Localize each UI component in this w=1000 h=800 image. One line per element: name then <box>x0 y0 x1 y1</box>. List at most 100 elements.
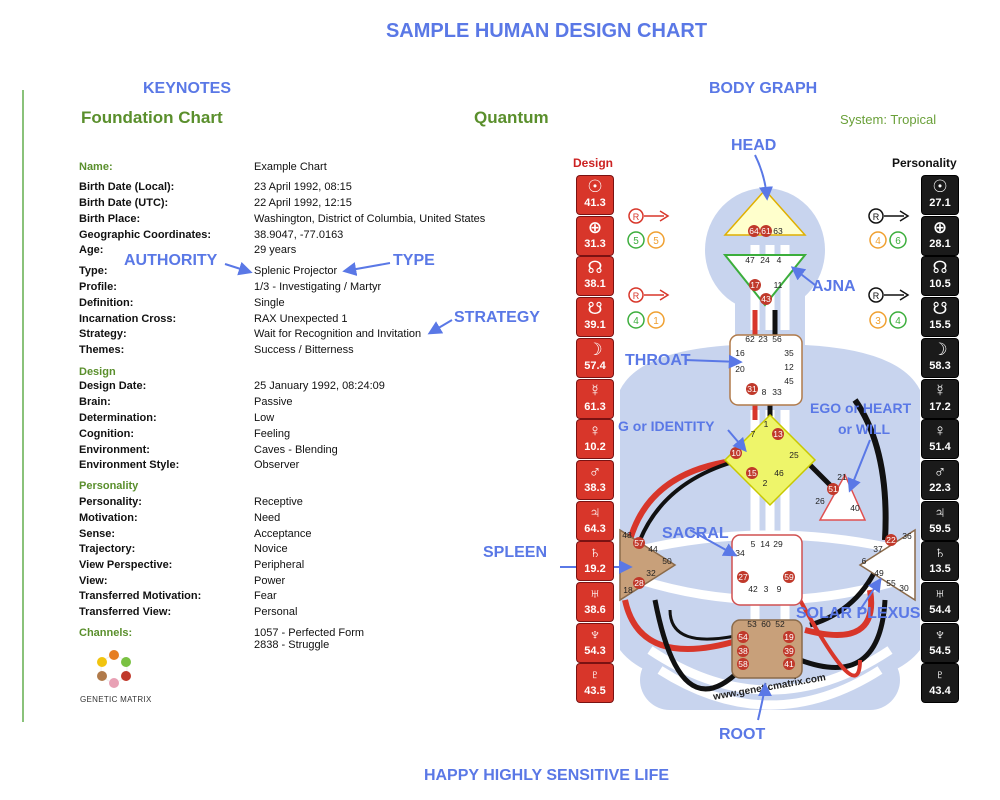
variable-value: 4 <box>633 316 639 327</box>
keynote-value: RAX Unexpected 1 <box>254 313 348 325</box>
callout-strategy: STRATEGY <box>454 309 540 326</box>
neptune-icon: ♆ <box>588 624 602 644</box>
gate-sacral: 29 <box>773 539 783 549</box>
callout-authority: AUTHORITY <box>124 252 218 269</box>
venus-icon: ♀ <box>588 421 602 441</box>
page-title: SAMPLE HUMAN DESIGN CHART <box>385 20 708 42</box>
uranus-icon: ♅ <box>933 584 947 603</box>
planet-gate-line: 59.5 <box>929 522 951 535</box>
jupiter-icon: ♃ <box>933 502 947 522</box>
gate-throat: 62 <box>745 334 755 344</box>
keynote-value: 1/3 - Investigating / Martyr <box>254 281 382 293</box>
gate-ego: 51 <box>828 484 838 494</box>
keynote-label: Definition: <box>79 297 134 309</box>
earth-icon: ⊕ <box>932 217 948 237</box>
personality-column-label: Personality <box>892 156 957 170</box>
planet-gate-line: 10.2 <box>584 441 606 454</box>
variable-marker <box>647 231 665 249</box>
defined-gate-marker <box>772 428 784 440</box>
gate-solar: 30 <box>899 583 909 593</box>
keynote-label: Personality <box>79 480 139 492</box>
planet-moon-cell: ☽58.3 <box>922 338 958 377</box>
gate-root: 52 <box>775 619 785 629</box>
keynote-label: Cognition: <box>79 428 134 440</box>
planet-gate-line: 43.5 <box>584 685 606 698</box>
defined-gate-marker <box>633 577 645 589</box>
keynote-value: 22 April 1992, 12:15 <box>254 197 352 209</box>
variable-value: 3 <box>875 316 881 327</box>
planet-earth-cell: ⊕28.1 <box>922 216 958 255</box>
defined-gate-marker <box>760 225 772 237</box>
planet-north-node-cell: ☊38.1 <box>577 257 613 296</box>
keynote-value: Passive <box>254 396 293 408</box>
keynote-label: Strategy: <box>79 328 127 340</box>
keynote-value: Example Chart <box>254 161 327 173</box>
footer-text: HAPPY HIGHLY SENSITIVE LIFE <box>423 767 670 784</box>
variable-marker <box>627 231 645 249</box>
defined-gate-marker <box>737 658 749 670</box>
mercury-icon: ☿ <box>933 380 947 400</box>
variable-marker <box>889 311 907 329</box>
keynote-label: Type: <box>79 265 108 277</box>
gate-root: 19 <box>784 632 794 642</box>
keynote-label: Geographic Coordinates: <box>79 229 212 241</box>
pluto-icon: ♇ <box>588 665 602 685</box>
planet-pluto-cell: ♇43.5 <box>577 664 613 703</box>
planet-sun-cell: ☉27.1 <box>922 176 958 214</box>
planet-gate-line: 61.3 <box>584 400 606 413</box>
gate-spleen: 57 <box>634 538 644 548</box>
planet-gate-line: 41.3 <box>584 197 606 209</box>
mars-icon: ♂ <box>588 461 602 481</box>
planet-pluto-cell: ♇43.4 <box>922 664 958 703</box>
callout-spleen: SPLEEN <box>483 544 548 561</box>
gate-root: 38 <box>738 646 748 656</box>
gate-spleen: 44 <box>648 544 658 554</box>
planet-venus-cell: ♀10.2 <box>577 420 613 459</box>
variable-marker <box>869 311 887 329</box>
keynote-label: Environment: <box>79 444 150 456</box>
gate-ajna: 24 <box>760 255 770 265</box>
keynote-label: Sense: <box>79 528 116 540</box>
saturn-icon: ♄ <box>933 543 947 563</box>
defined-gate-marker <box>746 383 758 395</box>
defined-gate-marker <box>737 631 749 643</box>
callout-solar-plexus: SOLAR PLEXUS <box>796 605 921 622</box>
keynote-value: Peripheral <box>254 559 305 571</box>
planet-venus-cell: ♀51.4 <box>922 420 958 459</box>
defined-gate-marker <box>748 225 760 237</box>
planet-gate-line: 54.4 <box>929 604 951 616</box>
gate-throat: 12 <box>784 362 794 372</box>
defined-gate-marker <box>633 537 645 549</box>
planet-uranus-cell: ♅38.6 <box>577 583 613 621</box>
gate-g: 10 <box>731 448 741 458</box>
planet-jupiter-cell: ♃59.5 <box>922 501 958 540</box>
gate-root: 41 <box>784 659 794 669</box>
planet-gate-line: 54.3 <box>584 644 606 657</box>
gate-sacral: 27 <box>738 572 748 582</box>
uranus-icon: ♅ <box>588 584 602 603</box>
left-divider <box>22 90 24 722</box>
venus-icon: ♀ <box>933 421 947 441</box>
quantum-title: Quantum <box>474 108 549 127</box>
mercury-icon: ☿ <box>588 380 602 400</box>
variable-arrow-label: R <box>873 291 880 301</box>
keynote-value: Splenic Projector <box>254 265 338 277</box>
defined-gate-marker <box>783 645 795 657</box>
keynote-value: 38.9047, -77.0163 <box>254 229 344 241</box>
gate-throat: 35 <box>784 348 794 358</box>
keynote-label: Brain: <box>79 396 111 408</box>
defined-gate-marker <box>760 293 772 305</box>
keynote-label: Trajectory: <box>79 543 136 555</box>
gate-g: 46 <box>774 468 784 478</box>
gate-sacral: 34 <box>735 548 745 558</box>
variable-value: 4 <box>895 316 901 327</box>
planet-gate-line: 58.3 <box>929 359 951 372</box>
callout-ajna: AJNA <box>812 278 856 295</box>
gate-sacral: 59 <box>784 572 794 582</box>
keynote-value: Fear <box>254 590 277 602</box>
planet-south-node-cell: ☋39.1 <box>577 298 613 337</box>
defined-gate-marker <box>746 467 758 479</box>
gate-g: 13 <box>773 429 783 439</box>
gate-g: 7 <box>751 429 756 439</box>
